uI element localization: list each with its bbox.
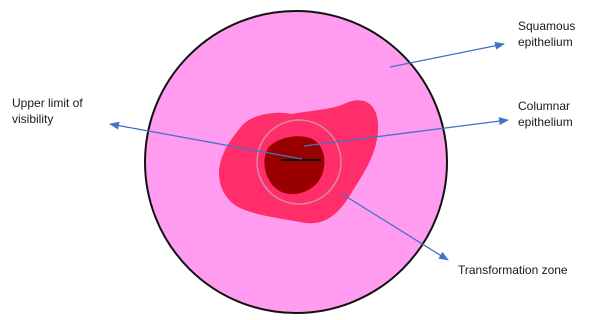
label-columnar-epithelium: Columnar epithelium (518, 99, 573, 129)
label-transformation-zone: Transformation zone (458, 263, 568, 277)
label-upper-limit-of-visibility: Upper limit of visibility (12, 96, 83, 126)
label-squamous-epithelium: Squamous epithelium (518, 19, 576, 49)
transformation-zone-pointer-arrow (341, 193, 449, 261)
squamous-pointer-arrow (389, 41, 505, 68)
columnar-pointer-arrow (303, 117, 509, 147)
transformation-inner-ring (256, 119, 342, 205)
upper-limit-pointer-arrow (109, 121, 303, 160)
columnar-epithelium-region (264, 136, 325, 195)
